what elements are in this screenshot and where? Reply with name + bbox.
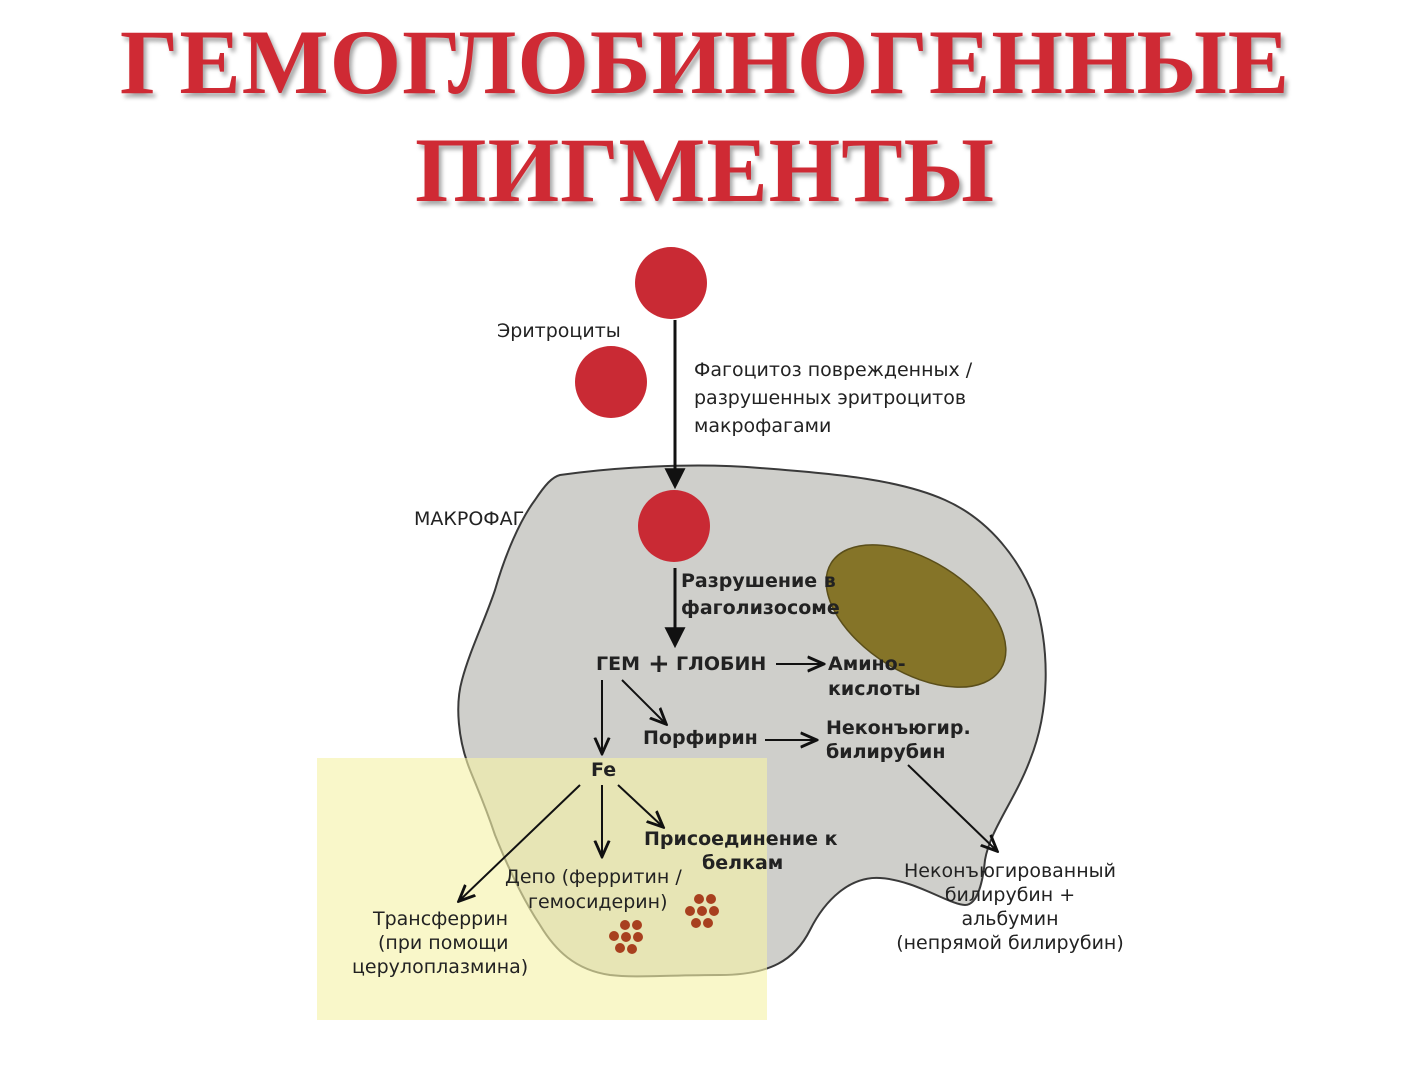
label-depot-1: Депо (ферритин / — [505, 866, 682, 888]
label-fe: Fe — [591, 759, 616, 781]
label-erythrocytes: Эритроциты — [497, 320, 621, 342]
label-final-4: (непрямой билирубин) — [896, 932, 1124, 954]
label-transferrin-3: церулоплазмина) — [352, 956, 528, 978]
label-depot-2: гемосидерин) — [528, 891, 668, 913]
label-plus: + — [648, 649, 670, 679]
label-heme: ГЕМ — [596, 653, 640, 675]
arrow-fe-to-proteins — [617, 784, 662, 826]
label-destruction-1: Разрушение в — [681, 570, 836, 592]
arrow-to-albumin-bilirubin — [907, 764, 996, 850]
erythrocyte-in-macrophage — [638, 490, 710, 562]
label-amino-1: Амино- — [828, 653, 906, 675]
label-phagocytosis-3: макрофагами — [694, 415, 831, 437]
label-final-1: Неконъюгированный — [904, 860, 1116, 882]
label-amino-2: кислоты — [828, 678, 921, 700]
label-phagocytosis-2: разрушенных эритроцитов — [694, 387, 966, 409]
label-unconj-bilirubin-1: Неконъюгир. — [826, 717, 971, 739]
depot-granules-2 — [685, 894, 719, 928]
label-unconj-bilirubin-2: билирубин — [826, 741, 946, 763]
erythrocyte-2 — [575, 346, 647, 418]
title-line-2: ПИГМЕНТЫ — [415, 119, 995, 221]
label-transferrin-1: Трансферрин — [372, 908, 508, 930]
title-line-1: ГЕМОГЛОБИНОГЕННЫЕ — [119, 11, 1291, 113]
label-attachment-1: Присоединение к — [644, 828, 838, 850]
arrow-fe-to-transferrin — [460, 784, 581, 900]
erythrocyte-1 — [635, 247, 707, 319]
label-porphyrin: Порфирин — [643, 727, 758, 749]
arrow-heme-to-porphyrin — [621, 679, 665, 723]
depot-granules-1 — [609, 920, 643, 954]
label-transferrin-2: (при помощи — [378, 932, 509, 954]
iron-highlight-region — [317, 758, 767, 1020]
label-macrophage: МАКРОФАГ — [414, 508, 524, 530]
label-final-3: альбумин — [961, 908, 1058, 930]
label-destruction-2: фаголизосоме — [681, 597, 840, 619]
label-attachment-2: белкам — [702, 852, 783, 874]
label-phagocytosis-1: Фагоцитоз поврежденных / — [694, 359, 973, 381]
macrophage-nucleus — [825, 544, 1007, 688]
label-final-2: билирубин + — [945, 884, 1075, 906]
label-globin: ГЛОБИН — [676, 653, 766, 675]
